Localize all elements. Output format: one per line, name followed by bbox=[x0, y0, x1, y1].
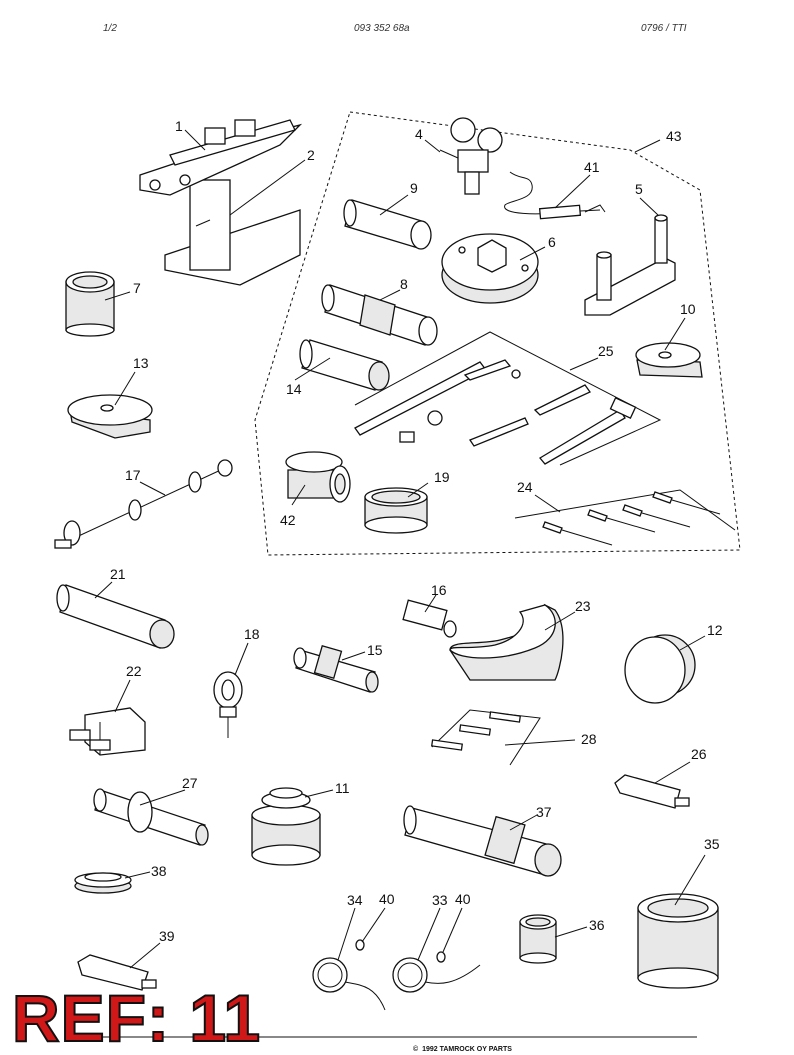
callout-2: 2 bbox=[307, 147, 315, 163]
part-33-gauge bbox=[392, 951, 481, 993]
callout-21: 21 bbox=[110, 566, 126, 582]
part-23 bbox=[449, 603, 564, 681]
callout-11: 11 bbox=[335, 780, 350, 796]
part-11 bbox=[251, 787, 321, 866]
part-10 bbox=[635, 342, 703, 378]
part-42 bbox=[285, 451, 351, 503]
part-21 bbox=[56, 584, 175, 649]
callout-8: 8 bbox=[400, 276, 408, 292]
callout-1: 1 bbox=[175, 118, 183, 134]
document-number: 093 352 68a bbox=[354, 23, 410, 34]
callout-19: 19 bbox=[434, 469, 450, 485]
leader-lines bbox=[94, 129, 706, 969]
callout-26: 26 bbox=[691, 746, 707, 762]
callout-5: 5 bbox=[635, 181, 643, 197]
callout-16: 16 bbox=[431, 582, 447, 598]
callout-28: 28 bbox=[581, 731, 597, 747]
part-34-gauge bbox=[312, 939, 386, 1011]
callout-43: 43 bbox=[666, 128, 682, 144]
callout-15: 15 bbox=[367, 642, 383, 658]
callout-39: 39 bbox=[159, 928, 175, 944]
callout-22: 22 bbox=[126, 663, 142, 679]
copyright-symbol: © bbox=[413, 1046, 419, 1053]
part-5 bbox=[584, 214, 676, 316]
part-9 bbox=[343, 199, 432, 250]
part-14 bbox=[299, 339, 390, 391]
callout-7: 7 bbox=[133, 280, 141, 296]
callout-12: 12 bbox=[707, 622, 723, 638]
part-16 bbox=[402, 599, 457, 638]
part-28 bbox=[430, 709, 541, 766]
part-6 bbox=[441, 233, 539, 304]
copyright-text: 1992 TAMROCK OY PARTS bbox=[422, 1046, 512, 1053]
callout-24: 24 bbox=[517, 479, 533, 495]
part-35 bbox=[637, 893, 719, 989]
callout-41: 41 bbox=[584, 159, 600, 175]
callout-9: 9 bbox=[410, 180, 418, 196]
callout-40a: 40 bbox=[379, 891, 395, 907]
part-27 bbox=[93, 788, 209, 846]
callout-14: 14 bbox=[286, 381, 302, 397]
part-stand bbox=[139, 119, 303, 286]
callout-6: 6 bbox=[548, 234, 556, 250]
part-26 bbox=[614, 774, 690, 809]
callout-33: 33 bbox=[432, 892, 448, 908]
part-15 bbox=[293, 644, 379, 693]
part-18-eye-bolt bbox=[213, 671, 243, 738]
callout-36: 36 bbox=[589, 917, 605, 933]
callout-23: 23 bbox=[575, 598, 591, 614]
callout-34: 34 bbox=[347, 892, 363, 908]
callout-25: 25 bbox=[598, 343, 614, 359]
callout-18: 18 bbox=[244, 626, 260, 642]
part-38 bbox=[74, 872, 132, 894]
page-number: 1/2 bbox=[103, 23, 117, 34]
part-22 bbox=[69, 707, 146, 756]
callout-10: 10 bbox=[680, 301, 696, 317]
part-25-tool-set bbox=[354, 331, 662, 466]
part-24-hook-set bbox=[514, 489, 736, 546]
part-13 bbox=[67, 394, 153, 439]
part-7 bbox=[65, 271, 115, 337]
copyright-line: © 1992 TAMROCK OY PARTS bbox=[413, 1046, 512, 1053]
date-code: 0796 / TTI bbox=[641, 23, 687, 34]
callout-37: 37 bbox=[536, 804, 552, 820]
part-17 bbox=[54, 459, 233, 549]
callout-42: 42 bbox=[280, 512, 296, 528]
callout-27: 27 bbox=[182, 775, 198, 791]
callout-17: 17 bbox=[125, 467, 141, 483]
part-gas-regulator bbox=[439, 117, 601, 215]
part-36 bbox=[519, 914, 557, 964]
kit-boundary-43 bbox=[254, 111, 741, 556]
part-12 bbox=[624, 634, 696, 704]
reference-stamp: REF: 11 bbox=[11, 981, 262, 1055]
callout-40b: 40 bbox=[455, 891, 471, 907]
part-hose-fitting bbox=[538, 204, 606, 220]
part-37 bbox=[403, 805, 562, 877]
callout-labels: 1 2 43 4 41 9 5 6 7 8 10 13 25 14 17 24 … bbox=[110, 118, 723, 944]
part-39 bbox=[77, 954, 157, 991]
callout-35: 35 bbox=[704, 836, 720, 852]
part-19 bbox=[364, 487, 428, 534]
callout-13: 13 bbox=[133, 355, 149, 371]
part-8 bbox=[321, 284, 438, 346]
callout-4: 4 bbox=[415, 126, 423, 142]
callout-38: 38 bbox=[151, 863, 167, 879]
